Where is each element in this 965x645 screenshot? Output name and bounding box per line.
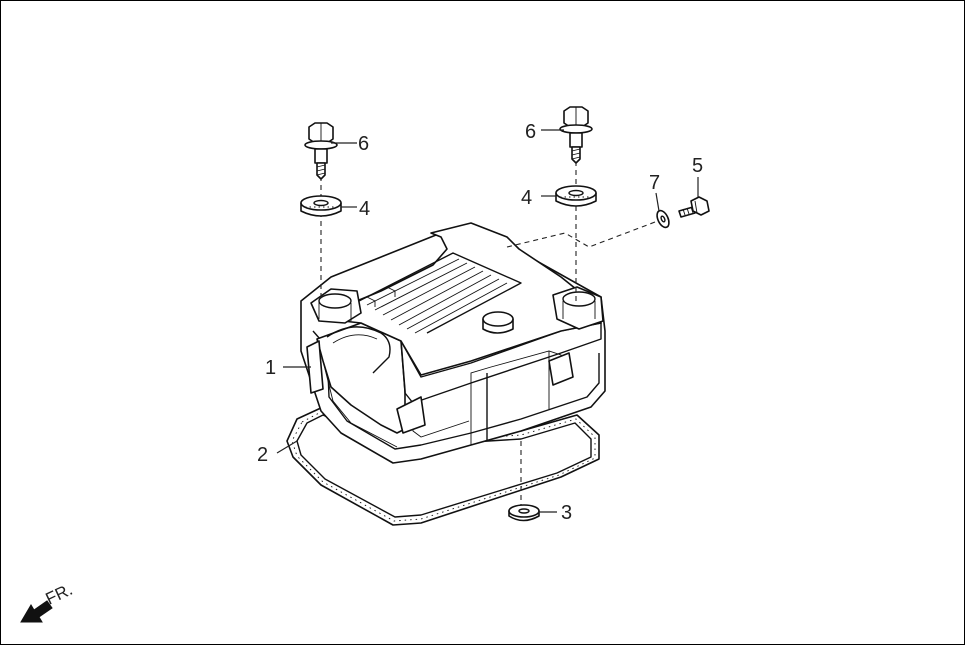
washer-small	[656, 209, 670, 229]
callout-3: 3	[561, 502, 572, 524]
callout-6-right: 6	[525, 121, 536, 143]
callout-4-left: 4	[359, 198, 370, 220]
callout-leaders	[276, 129, 699, 513]
breather-cap	[482, 311, 514, 334]
callout-2: 2	[257, 444, 268, 466]
callout-1: 1	[265, 357, 276, 379]
cooling-ribs	[358, 252, 522, 334]
callout-labels: 1 2 3 4 4 5 6 6 7	[257, 121, 703, 524]
washer-bottom	[508, 504, 540, 522]
arrow-down-left-icon	[20, 600, 53, 623]
flange-bolt-right	[559, 106, 593, 164]
callout-7: 7	[649, 172, 660, 194]
callout-6-left: 6	[358, 133, 369, 155]
front-indicator: FR.	[20, 580, 76, 623]
cylinder-head-cover	[300, 222, 606, 464]
callout-4-right: 4	[521, 187, 532, 209]
bolt-side	[678, 196, 710, 218]
flange-bolt-left	[304, 122, 338, 180]
rubber-seal-left	[300, 195, 342, 217]
rubber-seal-right	[555, 185, 597, 207]
callout-5: 5	[692, 155, 703, 177]
